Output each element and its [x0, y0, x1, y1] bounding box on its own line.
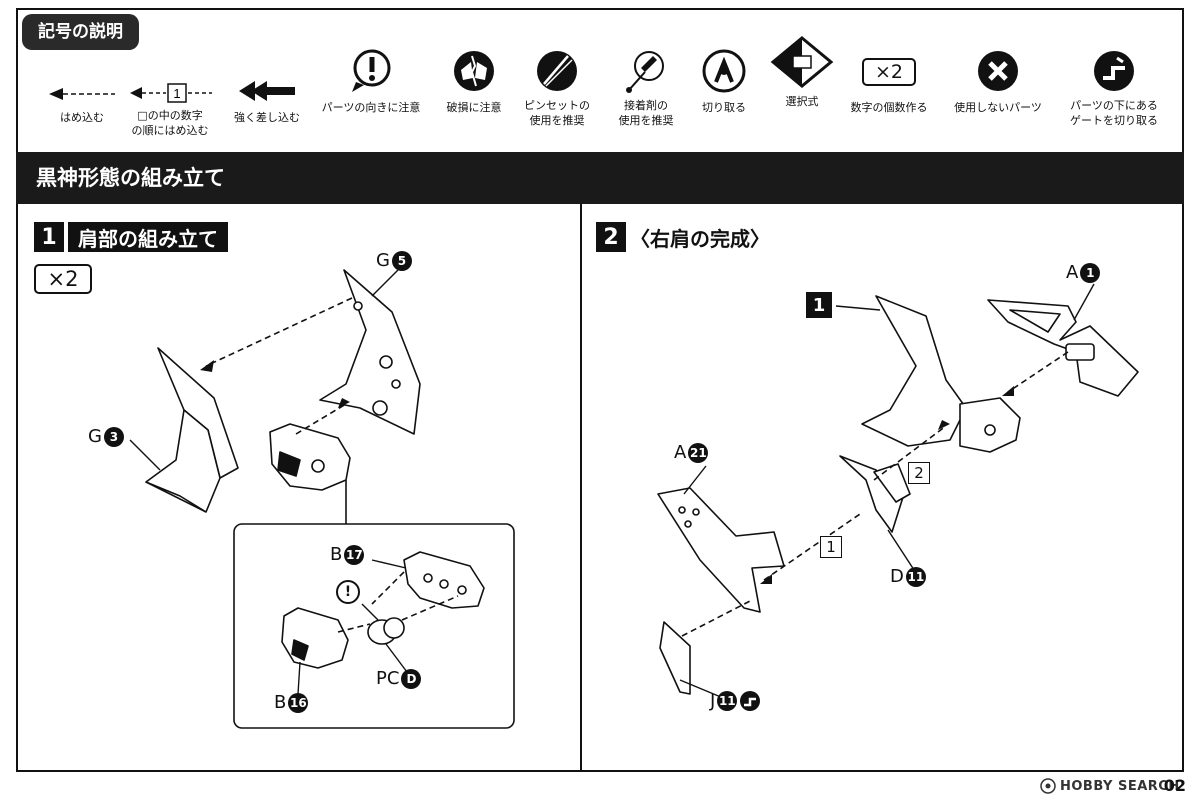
detail-callout	[233, 523, 515, 729]
gate-cut-icon	[740, 691, 761, 711]
label-b17-number: 17	[344, 544, 365, 565]
legend-item-order: 1 □の中の数字 の順にはめ込む	[118, 54, 222, 138]
label-g3-letter: G	[88, 426, 102, 447]
legend-item-press: 強く差し込む	[224, 54, 310, 125]
legend-label: 破損に注意	[446, 101, 502, 114]
exclamation-bubble-icon	[352, 49, 391, 92]
legend-label: □の中の数字	[137, 109, 203, 122]
legend-label: の順にはめ込む	[131, 124, 209, 137]
glue-icon	[626, 51, 664, 93]
gate-cut-icon	[1094, 51, 1134, 91]
legend-label: パーツの下にある	[1070, 99, 1158, 112]
part-shoulder-assembly	[861, 295, 967, 447]
tweezers-icon	[537, 51, 577, 91]
label-g5-letter: G	[376, 250, 390, 271]
broken-part-icon	[454, 51, 494, 91]
selection-icon	[770, 36, 834, 88]
legend-panel	[16, 8, 1184, 152]
label-a21-number: 21	[688, 442, 709, 463]
unused-part-icon	[978, 51, 1018, 91]
legend-label: 使用を推奨	[618, 114, 674, 127]
label-g5-number: 5	[391, 250, 412, 271]
legend-item-selection: 選択式	[764, 36, 840, 109]
label-j11: J 11	[710, 690, 761, 712]
multiply-icon: ×2	[862, 58, 916, 86]
section-title-bar: 黒神形態の組み立て	[16, 152, 1184, 204]
page-number: 02	[1163, 776, 1186, 795]
step1-number: 1	[34, 222, 64, 252]
label-a21: A 21	[674, 442, 709, 463]
order-badge-1: 1	[820, 536, 842, 558]
label-d11-letter: D	[890, 566, 904, 587]
legend-item-glue: 接着剤の 使用を推奨	[606, 44, 686, 128]
part-a21	[657, 487, 785, 613]
label-a1-number: 1	[1080, 262, 1101, 283]
arrow-dashed-number-icon: 1	[130, 83, 212, 103]
label-d11-number: 11	[905, 566, 926, 587]
caution-orientation: !	[336, 580, 360, 604]
legend-label: 切り取る	[702, 101, 746, 114]
legend-label: 強く差し込む	[234, 111, 300, 124]
nipper-icon	[702, 49, 746, 93]
order-badge-2: 2	[908, 462, 930, 484]
label-g5: G 5	[376, 250, 412, 271]
label-j11-letter: J	[710, 690, 716, 712]
legend-item-unused: 使用しないパーツ	[940, 44, 1056, 115]
watermark-text: HOBBY SEARCH	[1060, 778, 1180, 794]
part-g5	[319, 269, 421, 435]
label-d11: D 11	[890, 566, 926, 587]
legend-item-orientation: パーツの向きに注意	[312, 44, 430, 115]
label-pc-d-letter: PC	[376, 668, 400, 689]
part-j11	[659, 621, 691, 695]
legend-label: 使用しないパーツ	[954, 101, 1042, 114]
step2-header: 2 〈右肩の完成〉	[596, 222, 770, 252]
label-g3-number: 3	[103, 426, 124, 447]
legend-label: 使用を推奨	[529, 114, 585, 127]
legend-item-gate: パーツの下にある ゲートを切り取る	[1058, 44, 1170, 128]
part-a1	[987, 299, 1139, 397]
legend-label: 数字の個数作る	[850, 101, 928, 114]
step1-header: 1 肩部の組み立て	[34, 222, 228, 252]
legend-label: パーツの向きに注意	[321, 101, 421, 114]
legend-item-multiply: ×2 数字の個数作る	[842, 44, 936, 115]
label-b16-letter: B	[274, 692, 287, 713]
legend-item-insert: はめ込む	[36, 54, 128, 125]
step2-number: 2	[596, 222, 626, 252]
step2-panel	[582, 204, 1184, 772]
double-arrow-icon	[239, 81, 295, 101]
legend-label: 選択式	[785, 95, 819, 108]
label-a1: A 1	[1066, 262, 1101, 283]
panel-divider	[580, 204, 582, 772]
label-a21-letter: A	[674, 442, 687, 463]
label-pc-d: PC D	[376, 668, 422, 689]
legend-label: ゲートを切り取る	[1070, 114, 1158, 127]
label-b16-number: 16	[288, 692, 309, 713]
legend-item-breakage: 破損に注意	[436, 44, 512, 115]
part-b16	[281, 607, 349, 669]
legend-label: はめ込む	[60, 111, 104, 124]
part-d11	[839, 455, 905, 533]
exclamation-icon: !	[336, 580, 360, 604]
arrow-dashed-icon	[49, 88, 115, 100]
step1-title: 肩部の組み立て	[68, 222, 228, 252]
label-pc-d-number: D	[401, 668, 422, 689]
label-g3: G 3	[88, 426, 124, 447]
legend-title: 記号の説明	[22, 14, 139, 50]
order-badge: 1	[173, 86, 180, 101]
watermark-logo: HOBBY SEARCH	[1040, 778, 1180, 794]
label-b17: B 17	[330, 544, 365, 565]
label-j11-number: 11	[717, 691, 738, 711]
step1-multiplier: ×2	[34, 264, 92, 294]
label-b17-letter: B	[330, 544, 343, 565]
hobby-search-logo-icon	[1040, 778, 1056, 794]
legend-item-tweezers: ピンセットの 使用を推奨	[514, 44, 600, 128]
label-a1-letter: A	[1066, 262, 1079, 283]
legend-label: 接着剤の	[624, 99, 668, 112]
step2-title: 〈右肩の完成〉	[630, 226, 770, 251]
ref-step-badge: 1	[806, 292, 832, 318]
legend-label: ピンセットの	[524, 99, 590, 112]
label-b16: B 16	[274, 692, 309, 713]
legend-item-cut: 切り取る	[686, 44, 762, 115]
